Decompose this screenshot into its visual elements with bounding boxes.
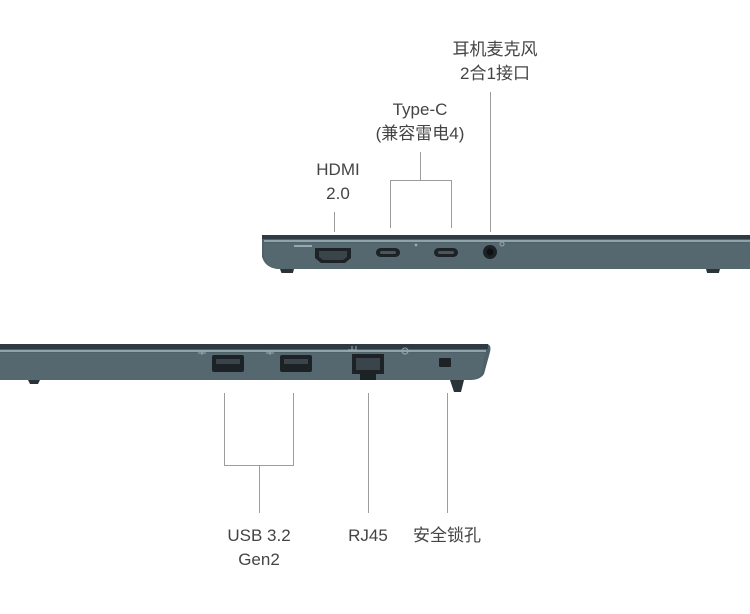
headphone-label-line2: 2合1接口 [460, 64, 530, 83]
lock-icon [401, 347, 409, 355]
security-lock-slot [439, 358, 451, 367]
rubber-foot [280, 269, 294, 273]
laptop-right-side-view [0, 342, 492, 394]
rubber-foot [706, 269, 720, 273]
rubber-foot [28, 380, 40, 384]
network-icon [348, 346, 357, 351]
usb-label-line2: Gen2 [238, 550, 280, 569]
edge-highlight [0, 350, 486, 352]
usb-logo-icon [266, 351, 274, 355]
typec-leader-bracket [390, 180, 452, 181]
headset-icon [499, 241, 505, 247]
typec-label-line1: Type-C [392, 100, 448, 119]
hdmi-logo-icon [294, 245, 312, 247]
hdmi-label: HDMI 2.0 [298, 158, 378, 206]
hdmi-label-line2: 2.0 [326, 184, 350, 203]
headphone-leader-line [490, 92, 491, 232]
headphone-label: 耳机麦克风 2合1接口 [440, 38, 550, 86]
laptop-left-side-view [258, 233, 750, 273]
usb-leader-drop-1 [224, 393, 225, 465]
lock-label: 安全锁孔 [413, 526, 481, 545]
rj45-label: RJ45 [348, 526, 388, 545]
usb-leader-stem [259, 465, 260, 513]
usb-label: USB 3.2 Gen2 [209, 524, 309, 572]
rj45-leader-line [368, 393, 369, 513]
usb-logo-icon [198, 351, 206, 355]
hdmi-leader-line [334, 212, 335, 232]
thunderbolt-icon [414, 243, 418, 247]
rubber-foot [450, 380, 464, 392]
typec-label: Type-C (兼容雷电4) [365, 98, 475, 146]
typec-leader-drop-1 [390, 180, 391, 228]
typec-label-line2: (兼容雷电4) [375, 124, 465, 143]
usb-label-line1: USB 3.2 [227, 526, 291, 545]
typec-leader-stem [420, 152, 421, 180]
lock-leader-line [447, 393, 448, 513]
headphone-label-line1: 耳机麦克风 [452, 40, 538, 59]
edge-highlight [264, 240, 750, 242]
typec-leader-drop-2 [451, 180, 452, 228]
hdmi-label-line1: HDMI [316, 160, 360, 179]
usb-leader-drop-2 [293, 393, 294, 465]
